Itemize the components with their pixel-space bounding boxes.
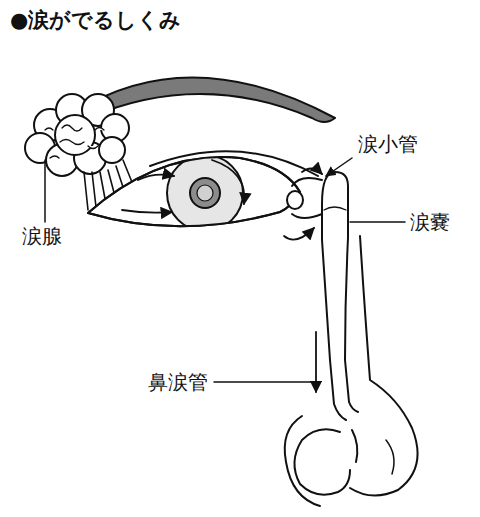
illustration-part [92,172,96,207]
pupil [190,178,220,208]
diagram-title: ●涙がでるしくみ [8,8,183,33]
illustration-part [315,332,317,392]
caruncle [287,191,303,209]
nose [285,236,418,506]
illustration-part [99,137,125,163]
illustration-part [44,160,46,222]
illustration-part [350,221,405,223]
lower-canaliculus [292,214,322,218]
illustration-part [294,429,350,494]
part-label: 涙嚢 [408,210,452,234]
illustration-part [386,440,394,474]
illustration-part [55,115,95,155]
illustration-part [122,210,172,213]
illustration-part [352,430,357,462]
illustration-part [197,185,213,201]
illustration-part [324,207,346,210]
illustration-part [326,158,352,176]
upper-canaliculus [292,178,322,186]
leader-lines [45,158,405,382]
illustration-part [84,172,88,210]
illustration-part [212,160,244,204]
iris [167,155,243,231]
illustration-part [138,175,174,180]
part-label: 涙腺 [20,224,64,248]
lacrimal-sac-and-duct [322,172,358,420]
illustration-part [302,168,322,174]
illustration-part [45,125,104,158]
part-label: 鼻涙管 [146,370,210,394]
illustration-part [284,228,314,240]
illustration-part [167,155,243,231]
part-label: 涙小管 [356,132,420,156]
illustration-part [214,381,318,383]
lacrimal-gland [25,94,129,176]
flow-arrows [122,160,322,392]
eye-outline [88,157,300,226]
illustration-part [285,416,320,506]
illustration-part [350,236,418,496]
